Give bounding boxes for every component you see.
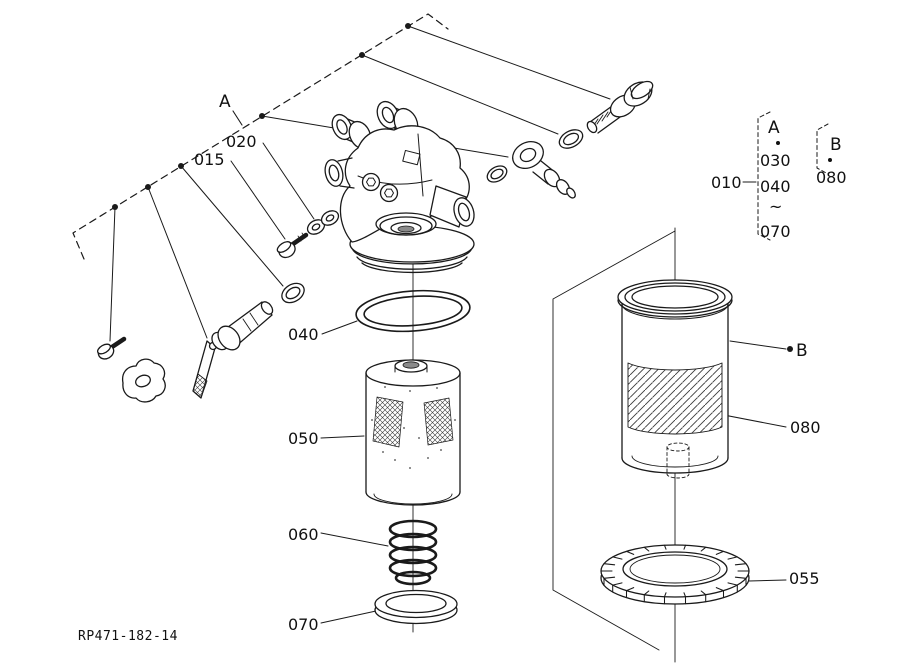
seal-070 bbox=[374, 589, 458, 625]
ring-nut-055 bbox=[600, 544, 750, 605]
o-ring-bolt bbox=[558, 129, 584, 149]
legend-item-040: 040 bbox=[760, 177, 791, 196]
filter-speckles bbox=[371, 386, 456, 469]
lock-plate bbox=[121, 358, 166, 403]
callout-015: 015 bbox=[194, 150, 225, 169]
banjo-bolt bbox=[586, 80, 654, 134]
legend-a-dot bbox=[776, 141, 780, 145]
washers-020 bbox=[306, 210, 340, 235]
filter-element-050 bbox=[365, 359, 461, 506]
callout-060: 060 bbox=[288, 525, 319, 544]
legend-ref-010: 010 bbox=[711, 173, 742, 192]
bolt-left bbox=[96, 336, 127, 360]
legend-item-080: 080 bbox=[816, 168, 847, 187]
banjo-fitting bbox=[512, 140, 576, 199]
o-ring-040 bbox=[355, 289, 471, 333]
legend-a-header: A bbox=[768, 118, 780, 138]
legend-b-header: B bbox=[830, 135, 842, 155]
callout-080: 080 bbox=[790, 418, 821, 437]
legend-bracket-b bbox=[816, 123, 829, 175]
filter-head bbox=[324, 100, 475, 274]
o-ring-banjo bbox=[486, 165, 508, 183]
legend-item-tilde: ~ bbox=[769, 197, 782, 216]
filter-bowl bbox=[617, 279, 733, 479]
spring-060 bbox=[388, 519, 438, 586]
bowl-inner-tube bbox=[666, 442, 690, 479]
callout-070: 070 bbox=[288, 615, 319, 634]
bowl-insert-080 bbox=[627, 362, 723, 435]
callout-055: 055 bbox=[789, 569, 820, 588]
labels: A 020 015 040 050 060 070 B 080 055 A 03… bbox=[78, 92, 847, 644]
legend-item-070: 070 bbox=[760, 222, 791, 241]
callout-050: 050 bbox=[288, 429, 319, 448]
legend-b-dot bbox=[828, 158, 832, 162]
drawing-code: RP471-182-14 bbox=[78, 629, 178, 644]
drain-petcock bbox=[192, 301, 274, 399]
callout-040: 040 bbox=[288, 325, 319, 344]
section-b-label: B bbox=[796, 341, 808, 361]
section-a-tick bbox=[232, 110, 243, 126]
section-a-label: A bbox=[219, 92, 231, 112]
section-boundary bbox=[72, 13, 449, 260]
leader-lines bbox=[109, 23, 793, 624]
callout-020: 020 bbox=[226, 132, 257, 151]
legend-item-030: 030 bbox=[760, 151, 791, 170]
bolt-015 bbox=[276, 232, 309, 259]
legend-bracket-a bbox=[757, 111, 771, 241]
o-ring-port bbox=[281, 282, 305, 304]
